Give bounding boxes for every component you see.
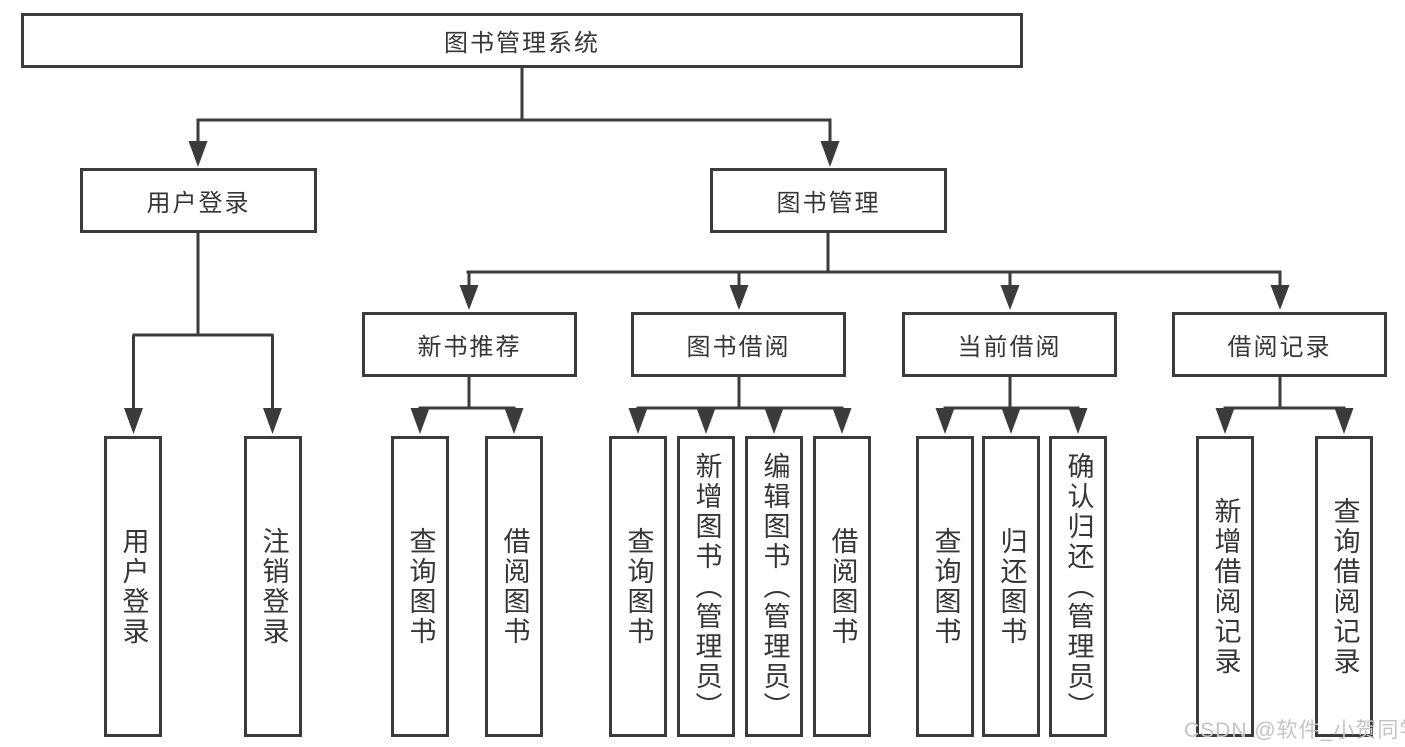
leaf-add-book-admin: 新增图书（管理员） <box>677 436 735 737</box>
leaf-return-book: 归还图书 <box>982 436 1040 737</box>
node-user-login: 用户登录 <box>80 168 317 233</box>
node-new-book-recommend: 新书推荐 <box>362 312 577 377</box>
node-borrow-records-label: 借阅记录 <box>1227 334 1332 361</box>
leaf-edit-book-admin: 编辑图书（管理员） <box>745 436 803 737</box>
node-new-book-recommend-label: 新书推荐 <box>417 334 522 361</box>
leaf-add-book-admin-label: 新增图书（管理员） <box>691 451 722 722</box>
node-current-borrow: 当前借阅 <box>902 312 1117 377</box>
arrowheads <box>124 141 1354 434</box>
leaf-logout-label: 注销登录 <box>258 526 289 647</box>
node-book-management-label: 图书管理 <box>776 190 881 217</box>
leaf-borrow-books-borrow-label: 借阅图书 <box>827 526 858 647</box>
leaf-logout: 注销登录 <box>244 436 302 737</box>
leaf-user-login: 用户登录 <box>104 436 162 737</box>
leaf-query-books-borrow: 查询图书 <box>609 436 667 737</box>
leaf-query-borrow-record: 查询借阅记录 <box>1315 436 1373 737</box>
leaf-return-book-label: 归还图书 <box>996 526 1027 647</box>
node-user-login-label: 用户登录 <box>146 190 251 217</box>
leaf-user-login-label: 用户登录 <box>118 526 149 647</box>
leaf-confirm-return-admin: 确认归还（管理员） <box>1049 436 1107 737</box>
watermark: CSDN @软件_小贺同学 <box>1184 719 1405 742</box>
leaf-borrow-books-recommend: 借阅图书 <box>485 436 543 737</box>
leaf-query-books-current: 查询图书 <box>916 436 974 737</box>
leaf-edit-book-admin-label: 编辑图书（管理员） <box>759 451 790 722</box>
leaf-query-borrow-record-label: 查询借阅记录 <box>1329 496 1360 677</box>
leaf-query-books-recommend: 查询图书 <box>391 436 449 737</box>
leaf-query-books-current-label: 查询图书 <box>930 526 961 647</box>
leaf-add-borrow-record-label: 新增借阅记录 <box>1210 496 1241 677</box>
leaf-query-books-borrow-label: 查询图书 <box>623 526 654 647</box>
leaf-borrow-books-borrow: 借阅图书 <box>813 436 871 737</box>
node-book-borrow-label: 图书借阅 <box>686 334 791 361</box>
leaf-confirm-return-admin-label: 确认归还（管理员） <box>1063 451 1094 722</box>
node-root-label: 图书管理系统 <box>444 30 600 57</box>
leaf-add-borrow-record: 新增借阅记录 <box>1196 436 1254 737</box>
leaf-borrow-books-recommend-label: 借阅图书 <box>499 526 530 647</box>
node-current-borrow-label: 当前借阅 <box>957 334 1062 361</box>
node-book-management: 图书管理 <box>710 168 947 233</box>
node-root: 图书管理系统 <box>21 13 1023 68</box>
node-book-borrow: 图书借阅 <box>631 312 846 377</box>
node-borrow-records: 借阅记录 <box>1172 312 1387 377</box>
leaf-query-books-recommend-label: 查询图书 <box>405 526 436 647</box>
